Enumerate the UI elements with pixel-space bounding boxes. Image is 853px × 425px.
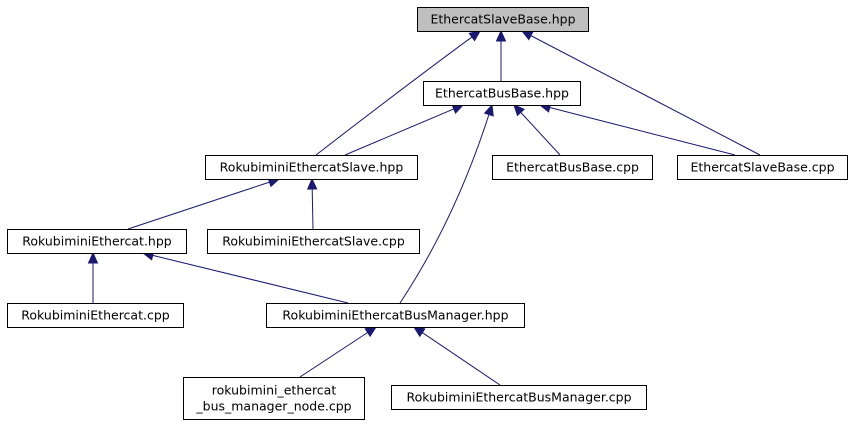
edge-line: [299, 332, 368, 378]
arrowhead: [87, 251, 99, 264]
node-box: [207, 229, 420, 254]
node-label: RokubiminiEthercatBusManager.cpp: [406, 390, 631, 405]
arrowhead: [483, 103, 494, 117]
arrowhead: [520, 30, 534, 41]
node-n8[interactable]: RokubiminiEthercatBusManager.hpp: [266, 303, 525, 328]
node-box: [266, 303, 525, 328]
edge-line: [399, 114, 490, 304]
node-n1[interactable]: EthercatBusBase.hpp: [423, 81, 581, 106]
nodes-layer: EthercatSlaveBase.hppEthercatBusBase.hpp…: [7, 7, 848, 420]
arrowhead: [412, 326, 426, 338]
node-box: [205, 155, 418, 180]
root-node-box: [417, 7, 589, 32]
edge-line: [344, 108, 454, 156]
node-box: [391, 385, 647, 410]
node-n9[interactable]: rokubimini_ethercat_bus_manager_node.cpp: [183, 377, 365, 420]
node-label: RokubiminiEthercatSlave.cpp: [222, 234, 405, 249]
node-label: RokubiminiEthercatSlave.hpp: [220, 160, 404, 175]
edge-line: [127, 181, 270, 230]
arrowhead: [495, 29, 507, 42]
edge-line: [520, 112, 561, 156]
edge-n10-to-n8: [412, 326, 501, 386]
edge-line: [422, 332, 501, 386]
edge-line: [315, 36, 473, 156]
edge-n1-to-n0: [495, 29, 507, 81]
node-label: EthercatBusBase.hpp: [435, 86, 569, 101]
edge-n8-to-n1: [399, 103, 494, 304]
node-label: EthercatBusBase.cpp: [506, 160, 639, 175]
node-n7[interactable]: RokubiminiEthercat.cpp: [7, 303, 184, 328]
node-n5[interactable]: RokubiminiEthercat.hpp: [7, 229, 187, 254]
arrowhead: [468, 30, 481, 42]
edge-n4-to-n1: [538, 102, 736, 156]
edge-n5-to-n2: [127, 177, 281, 230]
node-n2[interactable]: RokubiminiEthercatSlave.hpp: [205, 155, 418, 180]
edge-line: [311, 188, 314, 230]
node-box: [423, 81, 581, 106]
node-label: RokubiminiEthercat.hpp: [22, 234, 172, 249]
node-label: rokubimini_ethercat: [212, 383, 337, 398]
edge-n8-to-n5: [141, 250, 349, 304]
node-label: EthercatSlaveBase.cpp: [690, 160, 834, 175]
node-box: [492, 155, 653, 180]
edge-line: [530, 35, 761, 156]
arrowhead: [451, 104, 465, 114]
node-label: RokubiminiEthercatBusManager.hpp: [282, 308, 508, 323]
node-n0[interactable]: EthercatSlaveBase.hpp: [417, 7, 589, 32]
node-box: [677, 155, 848, 180]
edge-n6-to-n2: [306, 177, 318, 230]
edge-line: [152, 254, 349, 304]
node-n3[interactable]: EthercatBusBase.cpp: [492, 155, 653, 180]
node-n6[interactable]: RokubiminiEthercatSlave.cpp: [207, 229, 420, 254]
edge-n2-to-n1: [344, 104, 465, 156]
node-box: [7, 229, 187, 254]
edge-n3-to-n1: [513, 104, 561, 156]
node-box: [183, 377, 365, 420]
node-label: EthercatSlaveBase.hpp: [430, 12, 575, 27]
node-n4[interactable]: EthercatSlaveBase.cpp: [677, 155, 848, 180]
node-label: RokubiminiEthercat.cpp: [21, 308, 169, 323]
arrowhead: [364, 326, 378, 338]
arrowhead: [513, 104, 525, 117]
node-n10[interactable]: RokubiminiEthercatBusManager.cpp: [391, 385, 647, 410]
edge-n9-to-n8: [299, 326, 378, 378]
edge-n7-to-n5: [87, 251, 99, 303]
arrowhead: [306, 177, 318, 190]
edge-n2-to-n0: [315, 30, 481, 156]
edge-line: [549, 106, 736, 156]
node-box: [7, 303, 184, 328]
edges-layer: [87, 29, 761, 386]
node-label: _bus_manager_node.cpp: [195, 399, 351, 414]
